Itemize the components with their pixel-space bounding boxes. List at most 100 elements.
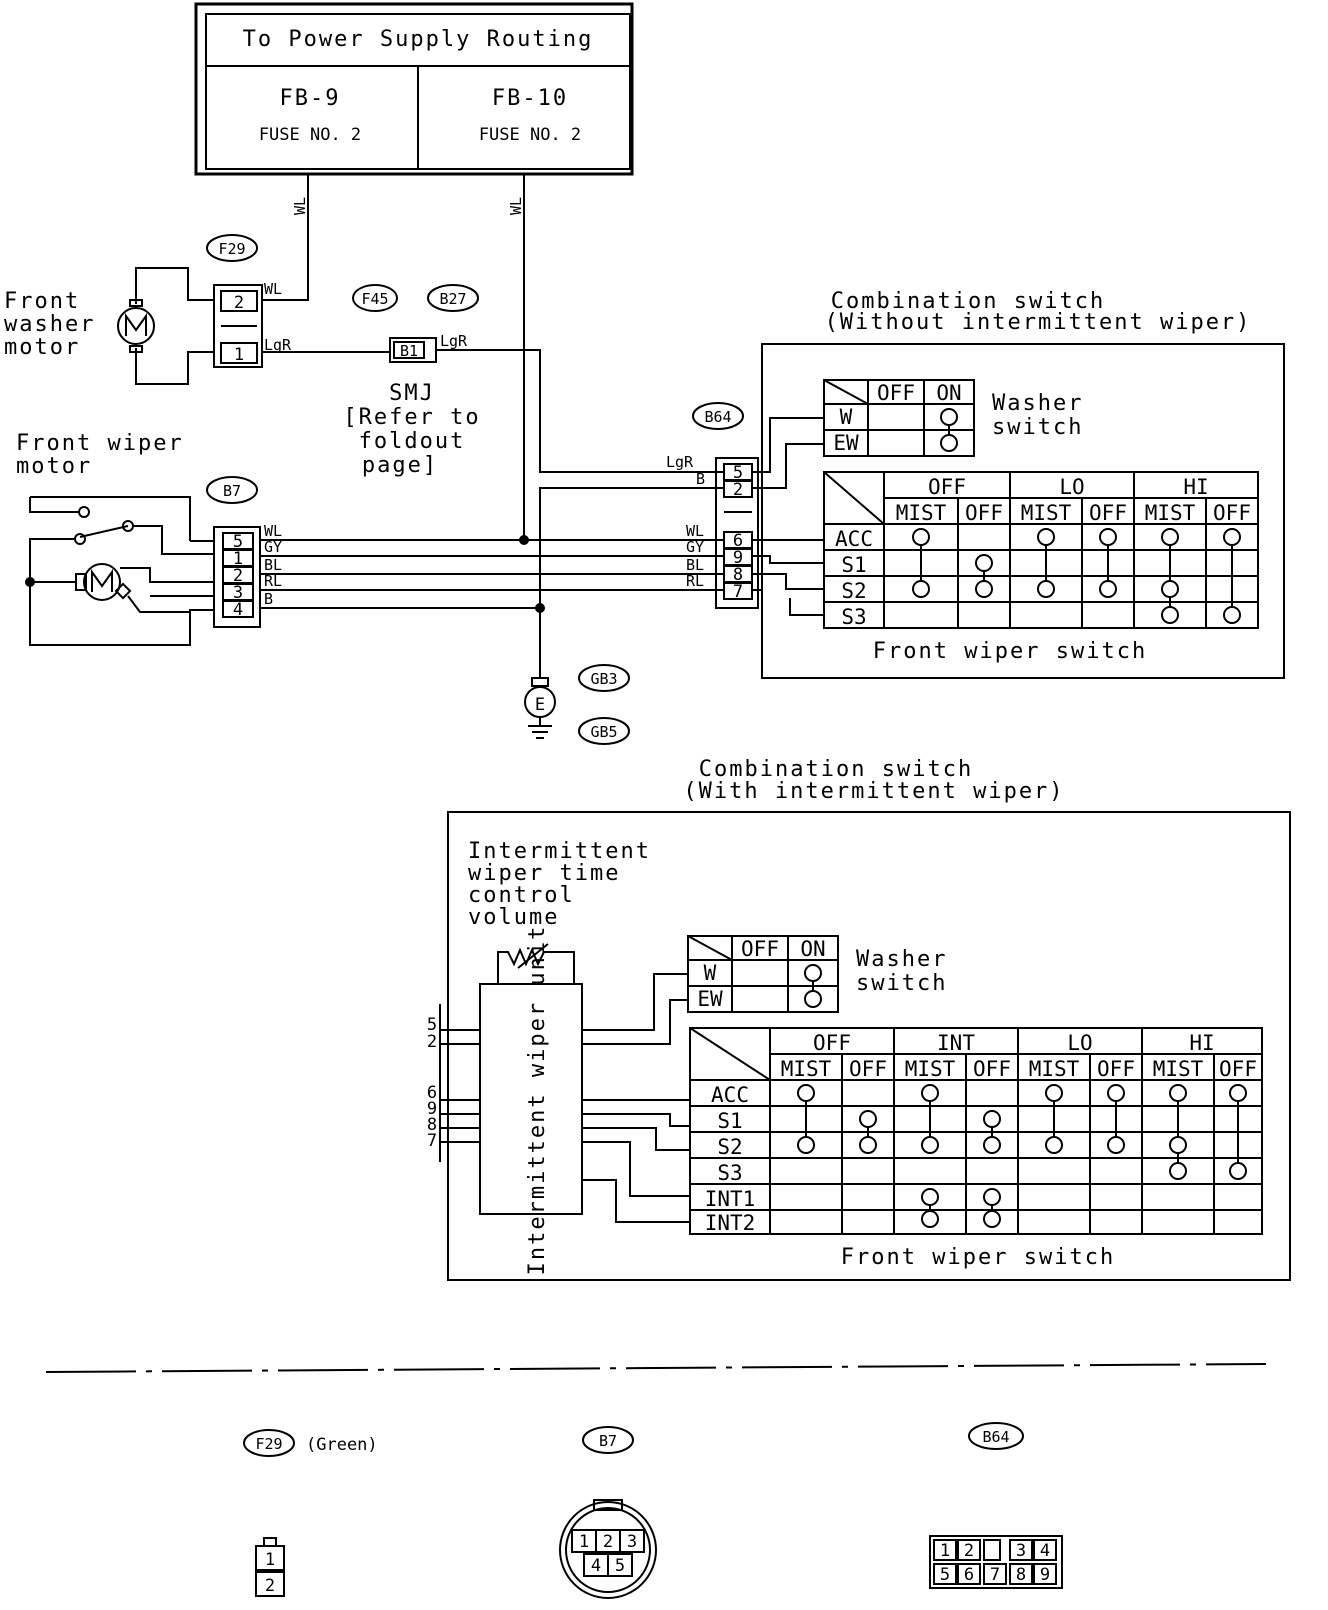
wsw1-row-s2: S2 [841, 579, 866, 603]
wsw1-mode-off: OFF [928, 475, 966, 499]
wire-label-b7-wl: WL [264, 522, 282, 540]
washer-motor-line1: Front [4, 289, 80, 314]
wsw2-sub-mist-1: MIST [781, 1057, 832, 1081]
combo2-title-line2: (With intermittent wiper) [683, 779, 1064, 804]
wire-label-b64-lgr: LgR [666, 453, 694, 471]
b27-badge: B27 [439, 290, 466, 308]
wire-label-f29-wl: WL [264, 280, 282, 298]
ws2-col-off: OFF [741, 937, 779, 961]
legend-f29-color: (Green) [306, 1435, 378, 1455]
legend-b7: B7 1 2 3 4 5 [559, 1426, 657, 1599]
wiper-motor-line2: motor [16, 454, 92, 479]
ws1-col-on: ON [936, 381, 961, 405]
combo2-pin-5: 5 [427, 1015, 437, 1035]
wsw2-mode-off: OFF [813, 1031, 851, 1055]
wsw2-sub-mist-2: MIST [905, 1057, 956, 1081]
wire-label-b7-bl: BL [264, 556, 282, 574]
intermittent-unit-label: Intermittent wiper unit [525, 925, 550, 1276]
wsw2-row-s1: S1 [717, 1109, 742, 1133]
wire-label-wl-1: WL [291, 197, 309, 215]
legend-b7-pin-1: 1 [579, 1532, 589, 1552]
b7-pin-1: 1 [233, 549, 243, 569]
b7-to-b64-wires: WL GY BL RL B WL GY BL RL LgR B [260, 453, 724, 613]
legend-f29-badge: F29 [255, 1435, 282, 1453]
wsw1-mode-hi: HI [1183, 475, 1208, 499]
wsw1-row-s1: S1 [841, 553, 866, 577]
section-divider [45, 1363, 1267, 1373]
wire-label-f29-lgr: LgR [264, 336, 292, 354]
ws2-row-ew: EW [697, 987, 723, 1011]
washer-motor: Front washer motor [4, 267, 214, 385]
b64-pin-5: 5 [733, 463, 743, 483]
wire-label-wl-2: WL [507, 197, 525, 215]
wire-label-b64-bl: BL [686, 556, 704, 574]
intermittent-line3: control [468, 883, 575, 908]
legend-b64-pin-3: 3 [1016, 1541, 1026, 1561]
f45-badge: F45 [361, 290, 388, 308]
ws2-col-on: ON [800, 937, 825, 961]
wsw1-sub-off-1: OFF [965, 501, 1003, 525]
intermittent-line4: volume [468, 905, 559, 930]
combination-switch-without-intermittent: Combination switch (Without intermittent… [752, 289, 1285, 679]
ws1-row-w: W [840, 405, 853, 429]
b64-pin-9: 9 [733, 548, 743, 568]
b7-pin-4: 4 [233, 600, 243, 620]
wsw2-mode-lo: LO [1067, 1031, 1092, 1055]
b7-pin-3: 3 [233, 583, 243, 603]
wire-label-b1-lgr: LgR [440, 332, 468, 350]
legend-b64-pin-8: 8 [1016, 1565, 1026, 1585]
combo1-title-line1: Combination switch [831, 289, 1105, 314]
ws2-label-line2: switch [856, 971, 947, 996]
fb10-label: FB-10 [492, 86, 568, 111]
wsw2-row-s3: S3 [717, 1161, 742, 1185]
legend-b7-pin-5: 5 [615, 1556, 625, 1576]
legend-f29-pin-2: 2 [265, 1576, 275, 1596]
ground: E GB3 GB5 [524, 608, 630, 745]
wsw1-label: Front wiper switch [873, 639, 1147, 664]
wsw2-sub-mist-3: MIST [1029, 1057, 1080, 1081]
wsw2-sub-off-1: OFF [849, 1057, 887, 1081]
b1-badge: B1 [400, 342, 418, 360]
wsw1-sub-mist-2: MIST [1021, 501, 1072, 525]
fb9-fuse-label: FUSE NO. 2 [259, 125, 361, 145]
gb3-badge: GB3 [590, 670, 617, 688]
b7-badge: B7 [223, 482, 241, 500]
legend-f29-pin-1: 1 [265, 1550, 275, 1570]
b64-pin-8: 8 [733, 565, 743, 585]
legend-b64-badge: B64 [982, 1428, 1009, 1446]
wsw2-mode-hi: HI [1189, 1031, 1214, 1055]
wsw2-sub-mist-4: MIST [1153, 1057, 1204, 1081]
wire-label-b7-rl: RL [264, 572, 282, 590]
legend-b64-pin-7: 7 [990, 1565, 1000, 1585]
b64-pin-6: 6 [733, 531, 743, 551]
legend-b64-pin-1: 1 [940, 1541, 950, 1561]
wsw1-row-s3: S3 [841, 605, 866, 629]
legend-f29: F29 (Green) 1 2 [243, 1429, 378, 1597]
lgr-wire: B1 LgR F45 B27 SMJ [Refer to foldout pag… [262, 284, 724, 478]
gb5-badge: GB5 [590, 723, 617, 741]
legend-b7-pin-3: 3 [627, 1532, 637, 1552]
wsw2-row-int1: INT1 [705, 1187, 756, 1211]
washer-motor-line3: motor [4, 335, 80, 360]
wire-label-b64-b: B [696, 470, 705, 488]
wsw2-label: Front wiper switch [841, 1245, 1115, 1270]
wsw2-sub-off-4: OFF [1219, 1057, 1257, 1081]
f29-pin-1: 1 [234, 345, 244, 365]
b64-pin-7: 7 [733, 582, 743, 602]
legend-b64-pin-4: 4 [1040, 1541, 1050, 1561]
front-wiper-motor: Front wiper motor B7 5 1 2 3 4 [16, 431, 261, 646]
legend-b64-pin-2: 2 [964, 1541, 974, 1561]
b7-pin-5: 5 [233, 532, 243, 552]
ws2-label-line1: Washer [856, 947, 947, 972]
legend-b64-pin-6: 6 [964, 1565, 974, 1585]
wsw1-sub-mist-3: MIST [1145, 501, 1196, 525]
earth-symbol: E [535, 695, 545, 715]
wire-label-b64-wl: WL [686, 522, 704, 540]
power-supply-title: To Power Supply Routing [243, 27, 594, 52]
f29-connector: F29 2 1 WL LgR [206, 234, 292, 368]
wsw1-sub-mist-1: MIST [896, 501, 947, 525]
wsw1-mode-lo: LO [1059, 475, 1084, 499]
wire-label-b7-gy: GY [264, 538, 282, 556]
wire-label-b64-gy: GY [686, 538, 704, 556]
